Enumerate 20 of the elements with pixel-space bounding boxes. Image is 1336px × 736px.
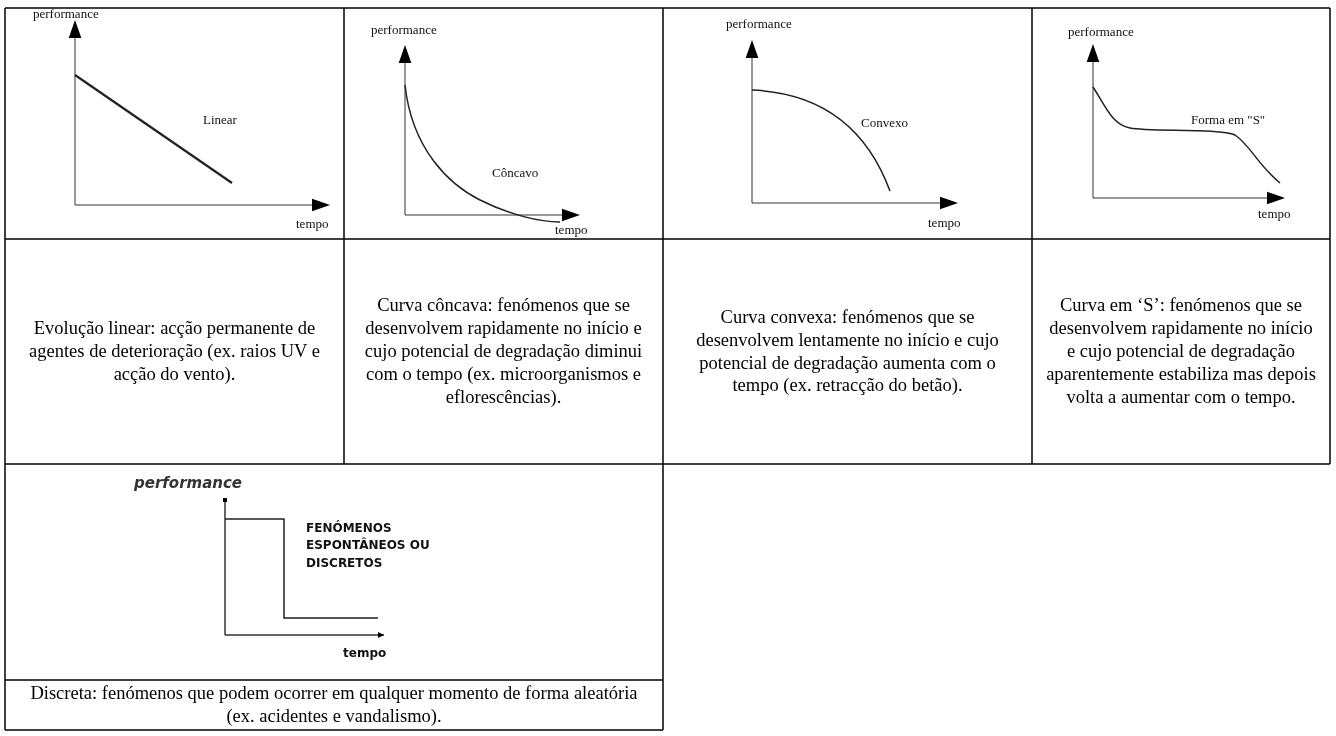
axis-label: tempo [928, 215, 961, 231]
axis-label: tempo [343, 645, 387, 662]
axis-label: performance [371, 22, 437, 38]
axis-label: performance [726, 16, 792, 32]
axis-label: tempo [555, 222, 588, 238]
description-text: Curva côncava: fenómenos que se desenvolvem rapidamente no início e cujo potencial de degradação diminui com o tempo (ex. microorganismos e eflorescências). [363, 294, 644, 409]
description-text: Discreta: fenómenos que podem ocorrer em qualquer momento de forma aleatória (ex. acidentes e vandalismo). [29, 682, 639, 728]
description-text: Curva em ‘S’: fenómenos que se desenvolvem rapidamente no início e cujo potencial de degradação aparentemente estabiliza mas depois volta a aumentar com o tempo. [1045, 294, 1317, 409]
curve-label: Convexo [861, 115, 908, 131]
curve-label: Côncavo [492, 165, 539, 181]
axis-label: performance [1068, 24, 1134, 40]
curve-label: Linear [203, 112, 237, 128]
curve-label: FENÓMENOS ESPONTÂNEOS OU DISCRETOS [306, 520, 431, 572]
axis-label: performance [134, 474, 243, 492]
description-text: Evolução linear: acção permanente de agentes de deterioração (ex. raios UV e acção do vento). [28, 317, 321, 386]
axis-label: tempo [296, 216, 329, 232]
curve-label: Forma em "S" [1191, 112, 1266, 128]
description-text: Curva convexa: fenómenos que se desenvolvem lentamente no início e cujo potencial de degradação aumenta com o tempo (ex. retracção do betão). [695, 305, 1000, 398]
axis-label: performance [33, 6, 99, 22]
axis-label: tempo [1258, 206, 1291, 222]
